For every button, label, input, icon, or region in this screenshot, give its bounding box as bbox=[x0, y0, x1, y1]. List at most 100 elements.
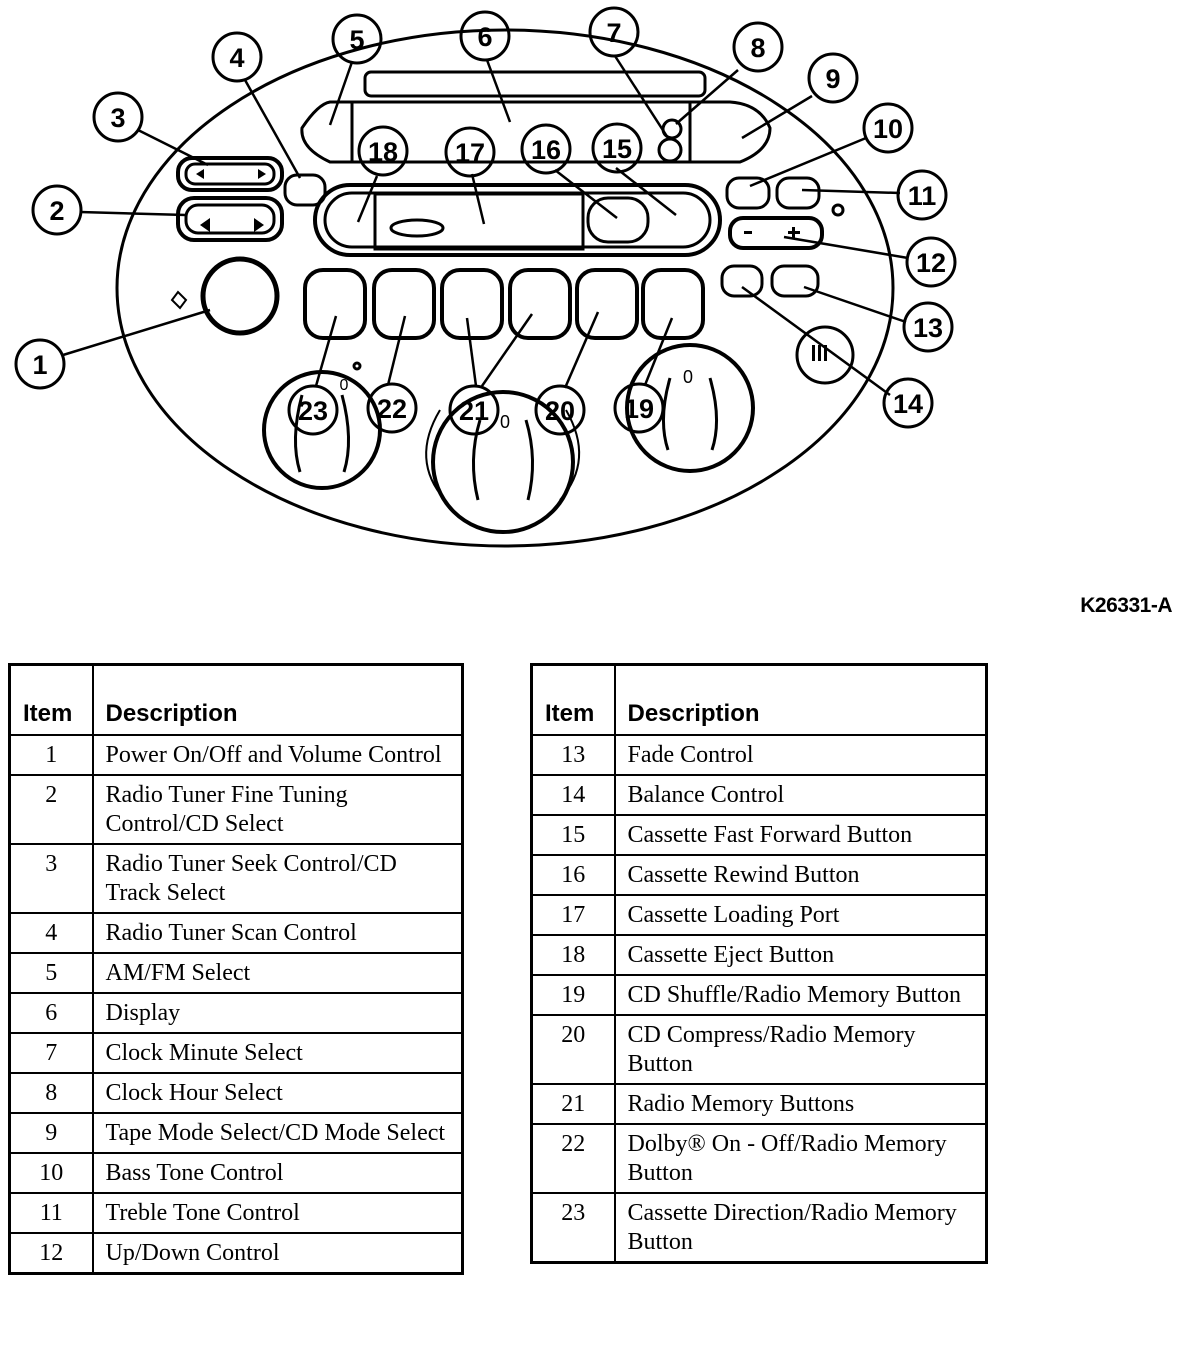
seek-back-arrow bbox=[196, 169, 204, 179]
radio-panel-drawing: 0 0 0 1 2 3 4 5 6 7 8 9 10 11 12 13 14 1… bbox=[14, 6, 957, 548]
header-description: Description bbox=[91, 663, 464, 736]
clock-minute-button bbox=[657, 137, 683, 163]
callout-circle-1 bbox=[14, 338, 66, 390]
leader-8 bbox=[675, 69, 739, 125]
fan-dial-mark-label: 0 bbox=[340, 377, 349, 394]
row-item: 16 bbox=[530, 853, 616, 896]
display-housing bbox=[300, 100, 772, 164]
row-description: Cassette Direction/Radio Memory Button bbox=[613, 1191, 988, 1263]
callout-circle-18 bbox=[357, 125, 409, 177]
row-item: 21 bbox=[530, 1082, 616, 1125]
defrost-glyph-1 bbox=[812, 345, 815, 361]
row-description: Cassette Rewind Button bbox=[613, 853, 988, 896]
leader-21b bbox=[480, 313, 534, 387]
leader-16 bbox=[554, 169, 618, 219]
callout-circle-2 bbox=[31, 184, 83, 236]
callout-circle-11 bbox=[896, 169, 948, 221]
leader-13 bbox=[803, 285, 907, 324]
fan-dial-grip-right bbox=[340, 394, 351, 473]
row-item: 12 bbox=[8, 1231, 94, 1274]
radio-panel-diagram: 0 0 0 1 2 3 4 5 6 7 8 9 10 11 12 13 14 1… bbox=[0, 0, 1184, 600]
row-item: 10 bbox=[8, 1151, 94, 1194]
callout-15: 15 bbox=[602, 134, 632, 164]
row-item: 11 bbox=[8, 1191, 94, 1234]
row-item: 5 bbox=[8, 951, 94, 994]
row-description: Balance Control bbox=[613, 773, 988, 816]
leader-20 bbox=[563, 311, 600, 389]
seek-control bbox=[176, 156, 284, 192]
temperature-grip-left bbox=[472, 419, 482, 501]
up-glyph-v bbox=[792, 227, 795, 238]
leader-12 bbox=[783, 235, 909, 260]
callout-14: 14 bbox=[893, 389, 923, 419]
callout-circle-6 bbox=[459, 10, 511, 62]
fan-dial bbox=[262, 370, 382, 490]
tune-control bbox=[176, 196, 284, 242]
callout-5: 5 bbox=[349, 25, 364, 55]
preset-button-3 bbox=[440, 268, 504, 340]
callout-19: 19 bbox=[624, 394, 654, 424]
cassette-port bbox=[373, 192, 585, 251]
power-symbol bbox=[170, 290, 188, 310]
callout-2: 2 bbox=[49, 196, 64, 226]
row-item: 7 bbox=[8, 1031, 94, 1074]
callout-circle-17 bbox=[444, 126, 496, 178]
preset-button-6 bbox=[641, 268, 705, 340]
row-item: 19 bbox=[530, 973, 616, 1016]
row-description: CD Compress/Radio Memory Button bbox=[613, 1013, 988, 1085]
callout-circle-21 bbox=[448, 384, 500, 436]
callout-circle-3 bbox=[92, 91, 144, 143]
callout-circle-19 bbox=[613, 382, 665, 434]
row-description: Radio Tuner Seek Control/CD Track Select bbox=[91, 842, 464, 914]
temperature-dial bbox=[431, 390, 575, 534]
callout-20: 20 bbox=[545, 396, 575, 426]
seek-control-inner bbox=[184, 162, 276, 186]
row-item: 13 bbox=[530, 733, 616, 776]
callout-circle-16 bbox=[520, 123, 572, 175]
row-description: Radio Memory Buttons bbox=[613, 1082, 988, 1125]
callout-8: 8 bbox=[750, 33, 765, 63]
callout-6: 6 bbox=[477, 22, 492, 52]
callout-21: 21 bbox=[459, 396, 489, 426]
leader-2 bbox=[79, 210, 187, 217]
preset-button-1 bbox=[303, 268, 367, 340]
header-item: Item bbox=[530, 663, 616, 736]
callout-4: 4 bbox=[229, 43, 244, 73]
row-description: Fade Control bbox=[613, 733, 988, 776]
callout-circle-10 bbox=[862, 102, 914, 154]
callout-circle-22 bbox=[366, 382, 418, 434]
preset-button-4 bbox=[508, 268, 572, 340]
mode-dial-grip-right bbox=[708, 377, 719, 451]
treble-button bbox=[775, 176, 821, 210]
fade-button bbox=[770, 264, 820, 298]
row-description: Up/Down Control bbox=[91, 1231, 464, 1274]
callout-3: 3 bbox=[110, 103, 125, 133]
leader-5 bbox=[328, 61, 354, 126]
row-item: 3 bbox=[8, 842, 94, 914]
fan-dial-grip-left bbox=[293, 394, 304, 473]
row-item: 6 bbox=[8, 991, 94, 1034]
defrost-glyph-3 bbox=[824, 345, 827, 361]
callout-1: 1 bbox=[32, 350, 47, 380]
up-down-control bbox=[728, 216, 824, 250]
row-description: Display bbox=[91, 991, 464, 1034]
callout-circle-4 bbox=[211, 31, 263, 83]
row-item: 18 bbox=[530, 933, 616, 976]
callout-17: 17 bbox=[455, 138, 485, 168]
leader-19 bbox=[643, 317, 674, 386]
leader-21a bbox=[465, 317, 478, 387]
row-description: Radio Tuner Scan Control bbox=[91, 911, 464, 954]
row-description: Clock Hour Select bbox=[91, 1071, 464, 1114]
row-description: Clock Minute Select bbox=[91, 1031, 464, 1074]
leader-22 bbox=[386, 315, 407, 386]
indicator-dot bbox=[831, 203, 845, 217]
